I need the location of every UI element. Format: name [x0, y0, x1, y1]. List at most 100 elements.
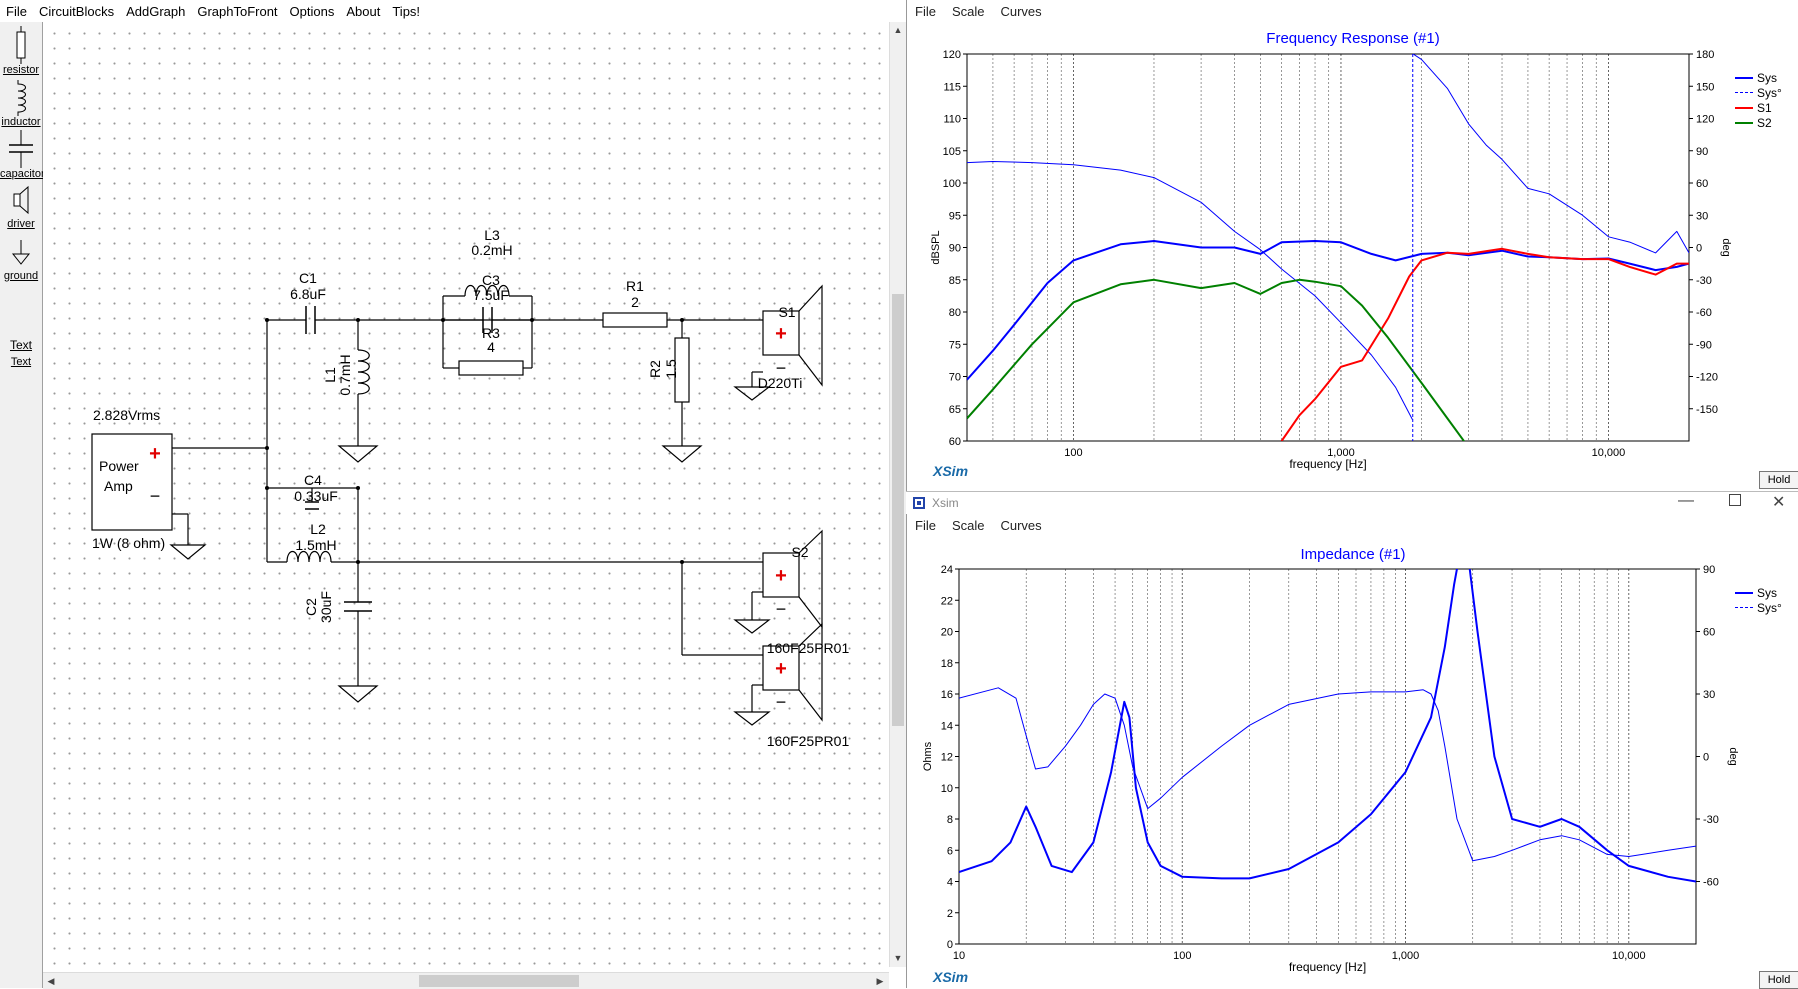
imp-hold-button[interactable]: Hold: [1759, 971, 1798, 989]
menu-tips[interactable]: Tips!: [392, 3, 421, 19]
imp-menu-file[interactable]: File: [915, 517, 936, 533]
imp-menu-scale[interactable]: Scale: [951, 517, 985, 533]
menu-graphtofront[interactable]: GraphToFront: [197, 3, 278, 19]
amp-voltage-label: 2.828Vrms: [93, 407, 160, 423]
c2-value: 30uF: [318, 591, 334, 623]
chart-grid: [958, 569, 1697, 944]
y2-tick-label: 0: [1703, 752, 1709, 764]
x-tick-label: 100: [1173, 950, 1191, 962]
frequency-response-window: File Scale Curves Frequency Response (#1…: [906, 0, 1798, 491]
y-tick-label: 80: [949, 307, 961, 319]
power-amp-block[interactable]: [91, 433, 173, 531]
scroll-right-icon[interactable]: ▶: [876, 975, 884, 986]
x-tick-label: 1,000: [1327, 447, 1355, 459]
maximize-icon[interactable]: [1729, 494, 1741, 506]
amp-rating-label: 1W (8 ohm): [92, 535, 165, 551]
c4-value: 0.33uF: [294, 488, 338, 504]
y2-tick-label: 0: [1696, 243, 1702, 255]
tool-text[interactable]: Text Text: [0, 334, 42, 368]
scroll-down-icon[interactable]: ▼: [893, 953, 903, 963]
freq-hold-button[interactable]: Hold: [1759, 471, 1798, 489]
legend-entry[interactable]: S1: [1735, 100, 1782, 115]
freq-menu-scale[interactable]: Scale: [951, 3, 985, 19]
tool-label: Text: [10, 356, 32, 368]
menu-addgraph[interactable]: AddGraph: [126, 3, 186, 19]
amp-name-line1: Power: [99, 458, 139, 474]
legend-entry[interactable]: Sys°: [1735, 85, 1782, 100]
horizontal-scroll-thumb[interactable]: [419, 975, 579, 987]
freq-menu-curves[interactable]: Curves: [1000, 3, 1042, 19]
imp-menu-curves[interactable]: Curves: [1000, 517, 1042, 533]
y2-tick-label: -60: [1696, 307, 1712, 319]
y-tick-label: 115: [943, 81, 961, 93]
tool-driver[interactable]: driver: [0, 184, 42, 230]
series-group: [959, 569, 1696, 883]
scroll-up-icon[interactable]: ▲: [893, 25, 903, 35]
vertical-scrollbar[interactable]: ▲ ▼: [889, 22, 907, 967]
series-sys-line: [959, 687, 1696, 862]
legend-entry[interactable]: Sys: [1735, 70, 1782, 85]
y-tick-label: 65: [949, 404, 961, 416]
c4-name: C4: [304, 472, 322, 488]
legend-entry[interactable]: S2: [1735, 115, 1782, 130]
y-tick-label: 60: [949, 436, 961, 448]
y2-tick-label: -90: [1696, 339, 1712, 351]
series-group: [967, 54, 1689, 441]
impedance-window-title: Xsim: [932, 496, 959, 510]
y-tick-label: 22: [941, 595, 953, 607]
component-toolbox: resistor inductor capacitor driver groun…: [0, 22, 45, 988]
legend-entry[interactable]: Sys: [1735, 585, 1782, 600]
tool-resistor[interactable]: resistor: [0, 26, 42, 76]
y-tick-label: 95: [949, 210, 961, 222]
y2-tick-label: 120: [1696, 114, 1714, 126]
tool-label: inductor: [1, 116, 41, 128]
menu-about[interactable]: About: [346, 3, 381, 19]
schematic-canvas[interactable]: + + + + − − − − 2.828Vrms Power Amp 1W (…: [43, 22, 889, 967]
y2-tick-label: 90: [1703, 564, 1715, 576]
legend-entry[interactable]: Sys°: [1735, 600, 1782, 615]
freq-legend: Sys Sys° S1 S2: [1735, 70, 1782, 130]
minimize-icon[interactable]: —: [1678, 492, 1694, 509]
tool-inductor[interactable]: inductor: [0, 78, 42, 128]
impedance-window-titlebar[interactable]: Xsim — ✕: [906, 491, 1798, 514]
xsim-brand: XSim: [933, 463, 969, 479]
y-tick-label: 16: [941, 689, 953, 701]
xsim-app-icon: [913, 497, 925, 509]
s2a-model: 160F25PR01: [767, 640, 850, 656]
inductor-icon: [17, 80, 26, 116]
s2b-minus: −: [776, 692, 787, 712]
y-tick-label: 70: [949, 372, 961, 384]
y2-tick-label: -30: [1696, 275, 1712, 287]
y-tick-label: 100: [943, 178, 961, 190]
x-tick-label: 10,000: [1612, 950, 1646, 962]
x-axis-label: frequency [Hz]: [1289, 960, 1366, 974]
vertical-scroll-thumb[interactable]: [892, 294, 904, 726]
menu-circuitblocks[interactable]: CircuitBlocks: [38, 3, 115, 19]
freq-chart-title: Frequency Response (#1): [1266, 30, 1440, 47]
menu-file[interactable]: File: [6, 3, 27, 19]
y2-tick-label: 180: [1696, 49, 1714, 61]
menu-options[interactable]: Options: [289, 3, 335, 19]
tool-label: capacitor: [0, 168, 45, 180]
scroll-left-icon[interactable]: ◀: [47, 975, 55, 986]
series-sys-line: [967, 54, 1689, 420]
main-menubar: File CircuitBlocks AddGraph GraphToFront…: [0, 0, 790, 23]
y-axis-label: dBSPL: [930, 230, 942, 264]
freq-menu-file[interactable]: File: [915, 3, 936, 19]
l3-value: 0.2mH: [471, 242, 512, 258]
tool-label: driver: [7, 218, 35, 230]
r2-value: 1.5: [663, 359, 679, 379]
horizontal-scrollbar[interactable]: ◀ ▶: [43, 972, 889, 989]
y2-axis-label: deg: [1720, 238, 1732, 256]
close-icon[interactable]: ✕: [1772, 494, 1786, 511]
y-tick-label: 6: [947, 845, 953, 857]
y-tick-label: 110: [943, 114, 961, 126]
tool-capacitor[interactable]: capacitor: [0, 130, 45, 180]
freq-chart-svg[interactable]: 6065707580859095100105110115120-150-120-…: [907, 0, 1798, 491]
s2a-minus: −: [776, 599, 787, 619]
imp-window-menubar: File Scale Curves: [907, 514, 1798, 536]
tool-ground[interactable]: ground: [0, 236, 42, 282]
s1-minus: −: [776, 358, 787, 378]
